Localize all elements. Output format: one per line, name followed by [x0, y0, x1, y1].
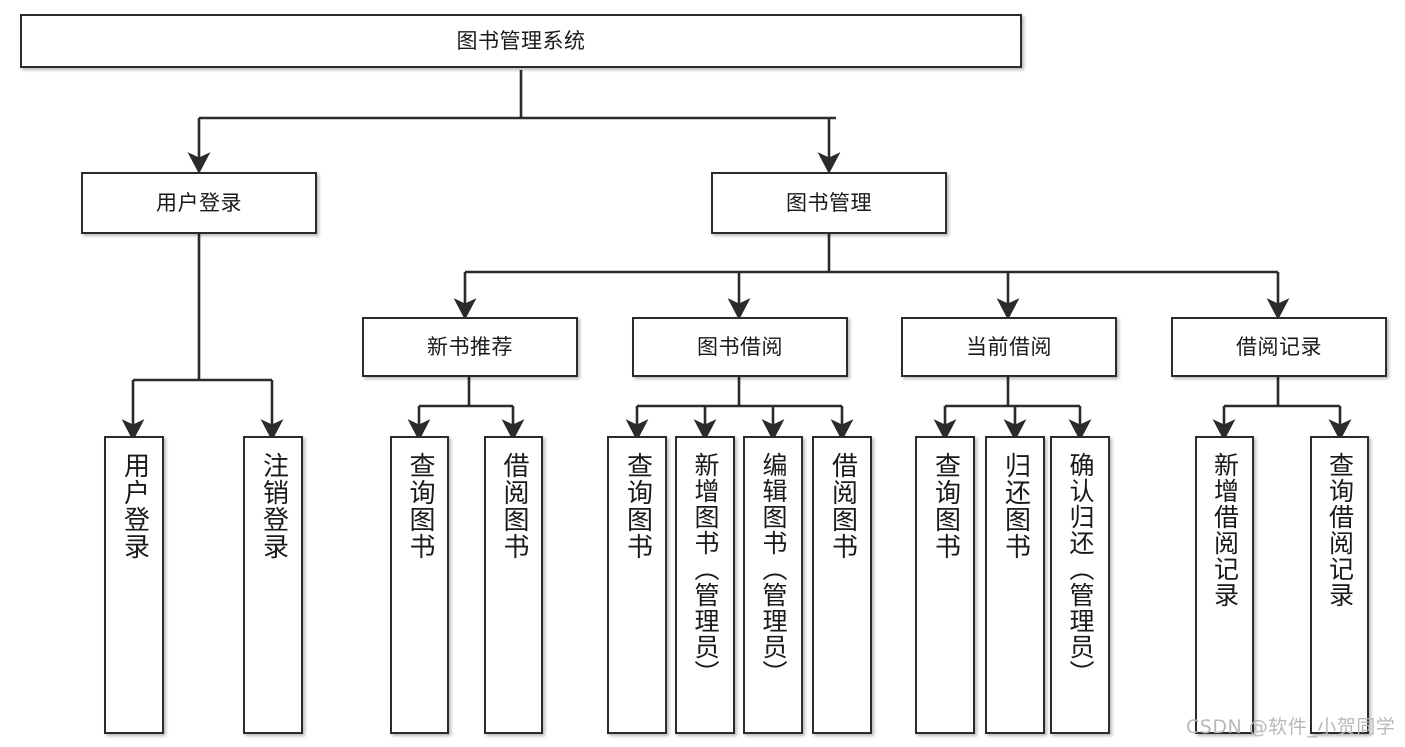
node-book-management-label: 图书管理 — [786, 190, 872, 215]
node-current-borrow-label: 当前借阅 — [966, 334, 1052, 359]
node-book-management[interactable]: 图书管理 — [711, 172, 947, 234]
node-leaf-edit-book-admin[interactable]: 编辑图书（管理员） — [743, 436, 803, 734]
node-leaf-query-book-1[interactable]: 查询图书 — [390, 436, 449, 734]
node-leaf-return-book[interactable]: 归还图书 — [985, 436, 1045, 734]
node-current-borrow[interactable]: 当前借阅 — [901, 317, 1117, 377]
node-leaf-confirm-return-admin-label: 确认归还（管理员） — [1066, 452, 1095, 686]
node-leaf-query-borrow-record[interactable]: 查询借阅记录 — [1310, 436, 1369, 734]
node-leaf-borrow-book-1-label: 借阅图书 — [499, 452, 530, 560]
node-leaf-add-borrow-record[interactable]: 新增借阅记录 — [1195, 436, 1254, 734]
node-book-borrow-label: 图书借阅 — [697, 334, 783, 359]
node-leaf-query-book-3-label: 查询图书 — [930, 452, 961, 560]
node-leaf-confirm-return-admin[interactable]: 确认归还（管理员） — [1050, 436, 1110, 734]
watermark: CSDN @软件_小贺同学 — [1186, 716, 1396, 738]
node-leaf-borrow-book-1[interactable]: 借阅图书 — [484, 436, 543, 734]
node-leaf-user-login[interactable]: 用户登录 — [104, 436, 164, 734]
node-borrow-record-label: 借阅记录 — [1236, 334, 1322, 359]
node-leaf-query-book-2-label: 查询图书 — [622, 452, 653, 560]
node-leaf-return-book-label: 归还图书 — [1000, 452, 1031, 560]
node-leaf-user-login-label: 用户登录 — [119, 452, 150, 560]
node-leaf-query-book-1-label: 查询图书 — [405, 452, 436, 560]
node-leaf-logout[interactable]: 注销登录 — [243, 436, 303, 734]
node-leaf-query-book-3[interactable]: 查询图书 — [915, 436, 975, 734]
node-leaf-borrow-book-2[interactable]: 借阅图书 — [812, 436, 872, 734]
node-leaf-add-book-admin-label: 新增图书（管理员） — [691, 452, 720, 686]
node-leaf-query-borrow-record-label: 查询借阅记录 — [1325, 452, 1355, 608]
node-root-label: 图书管理系统 — [456, 28, 586, 53]
node-book-borrow[interactable]: 图书借阅 — [632, 317, 848, 377]
node-leaf-logout-label: 注销登录 — [258, 452, 289, 560]
node-leaf-borrow-book-2-label: 借阅图书 — [827, 452, 858, 560]
node-new-book-recommend[interactable]: 新书推荐 — [362, 317, 578, 377]
node-user-login[interactable]: 用户登录 — [81, 172, 317, 234]
node-user-login-label: 用户登录 — [156, 190, 242, 215]
node-new-book-recommend-label: 新书推荐 — [427, 334, 513, 359]
node-root[interactable]: 图书管理系统 — [20, 14, 1022, 68]
node-leaf-query-book-2[interactable]: 查询图书 — [607, 436, 667, 734]
node-leaf-add-book-admin[interactable]: 新增图书（管理员） — [675, 436, 735, 734]
node-leaf-add-borrow-record-label: 新增借阅记录 — [1210, 452, 1240, 608]
node-leaf-edit-book-admin-label: 编辑图书（管理员） — [759, 452, 788, 686]
node-borrow-record[interactable]: 借阅记录 — [1171, 317, 1387, 377]
